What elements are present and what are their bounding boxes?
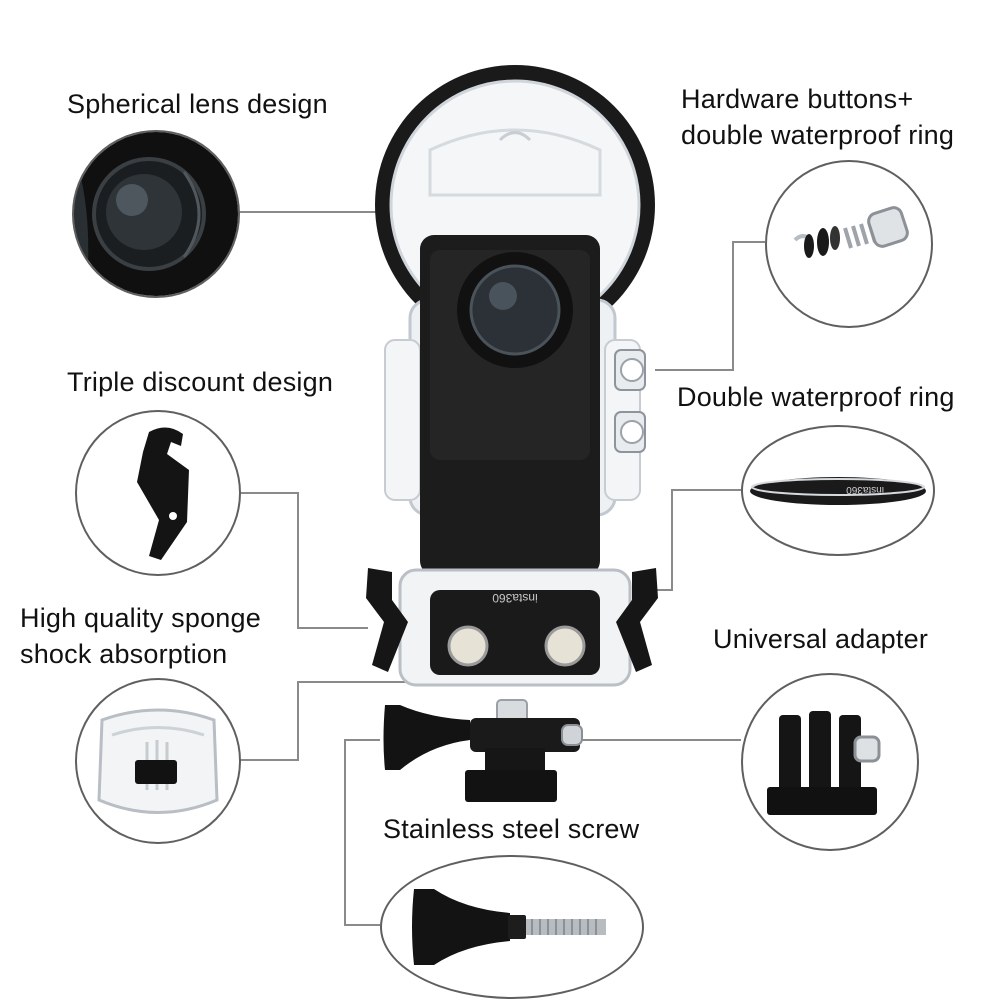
button-parts-icon [793, 206, 909, 258]
sponge-circle [75, 678, 241, 844]
ring-brand: insta360 [846, 484, 884, 495]
hardware-buttons-line1: Hardware buttons+ [681, 84, 914, 114]
double-ring-label: Double waterproof ring [677, 382, 955, 412]
sponge-label: High quality sponge shock absorption [20, 600, 261, 672]
universal-adapter-label: Universal adapter [713, 624, 929, 654]
waterproof-ring-icon: insta360 [750, 477, 926, 505]
thumb-screw-icon [412, 889, 606, 965]
housing-brand: insta360 [492, 591, 538, 605]
right-buckle [616, 568, 658, 672]
sponge-line1: High quality sponge [20, 603, 261, 633]
hardware-buttons-label: Hardware buttons+ double waterproof ring [681, 81, 954, 153]
double-ring-circle: insta360 [741, 425, 935, 556]
universal-adapter-icon [767, 711, 881, 815]
spherical-lens-icon [74, 132, 238, 296]
screw-label: Stainless steel screw [383, 814, 640, 844]
sponge-housing-icon [97, 708, 219, 814]
buckle-clip-icon [137, 427, 189, 560]
mount-assembly [383, 699, 583, 802]
spherical-lens-circle [72, 130, 240, 298]
side-buttons [614, 349, 646, 453]
universal-adapter-circle [741, 673, 919, 851]
hardware-buttons-circle [765, 160, 933, 328]
spherical-lens-label: Spherical lens design [67, 89, 328, 119]
hardware-buttons-line2: double waterproof ring [681, 120, 955, 150]
triple-buckle-label: Triple discount design [67, 367, 334, 397]
left-buckle [366, 568, 408, 672]
triple-buckle-circle [75, 410, 241, 576]
screw-circle [380, 855, 644, 999]
sponge-line2: shock absorption [20, 639, 228, 669]
